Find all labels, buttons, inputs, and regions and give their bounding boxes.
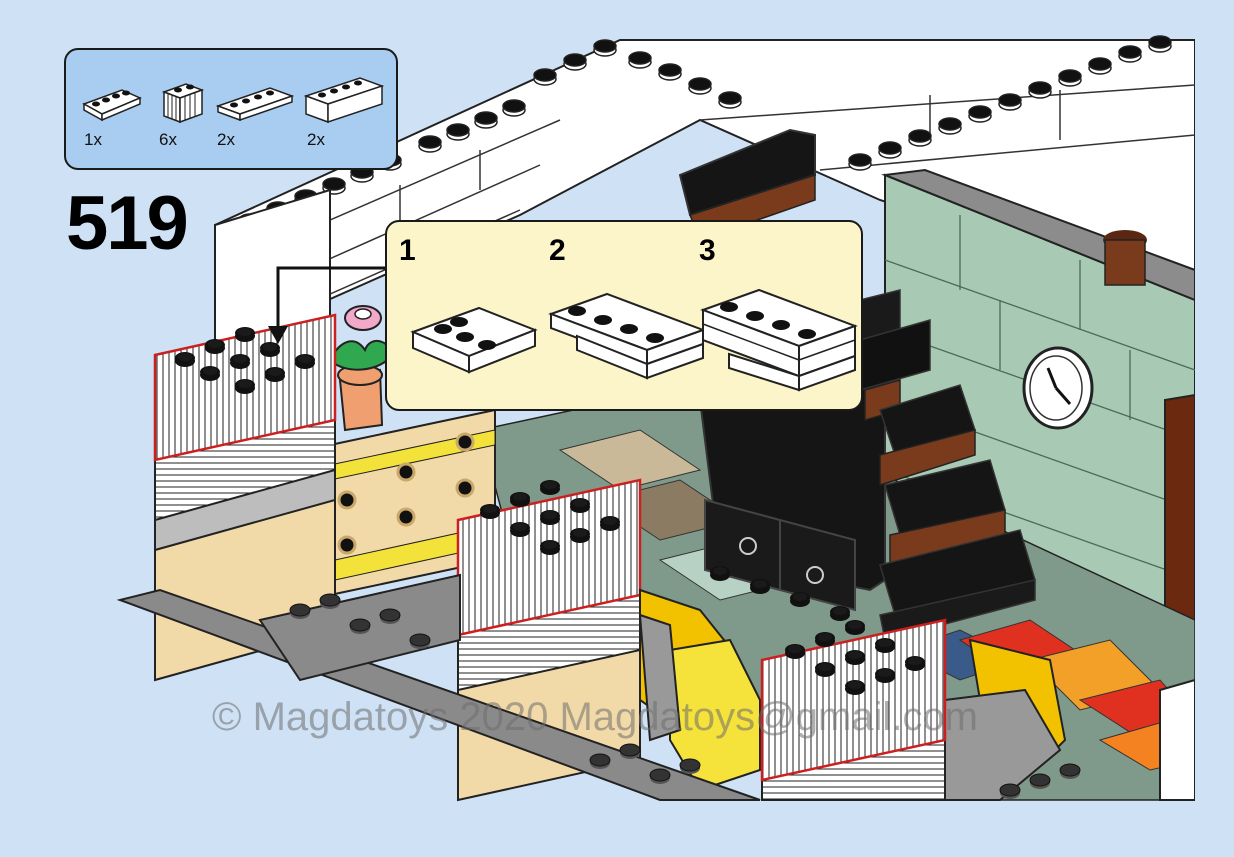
sub-step-label: 1 [399,234,416,267]
part-count: 1x [84,130,102,149]
sub-step-label: 2 [549,234,566,267]
part-count: 2x [217,130,235,149]
parts-list-box: 1x 6x 2x 2x [64,48,398,170]
wall-clock-icon [1022,346,1094,430]
copyright-watermark: © Magdatoys 2020 Magdatoys@gmail.com [212,695,978,739]
sub-assembly-callout: 1 2 3 [385,220,863,411]
plate-1x4-icon [82,89,142,122]
brick-1x4-icon [304,77,385,124]
plate-stack-icon [548,292,706,380]
step-number: 519 [66,181,189,266]
part-count: 2x [307,130,325,149]
plate-1x4-icon [410,306,538,374]
part-count: 6x [159,130,177,149]
brick-1x2-grille-icon [161,83,205,124]
sub-step-label: 3 [699,234,716,267]
plate-1x4-icon [216,87,295,122]
brick-stack-icon [700,288,858,392]
